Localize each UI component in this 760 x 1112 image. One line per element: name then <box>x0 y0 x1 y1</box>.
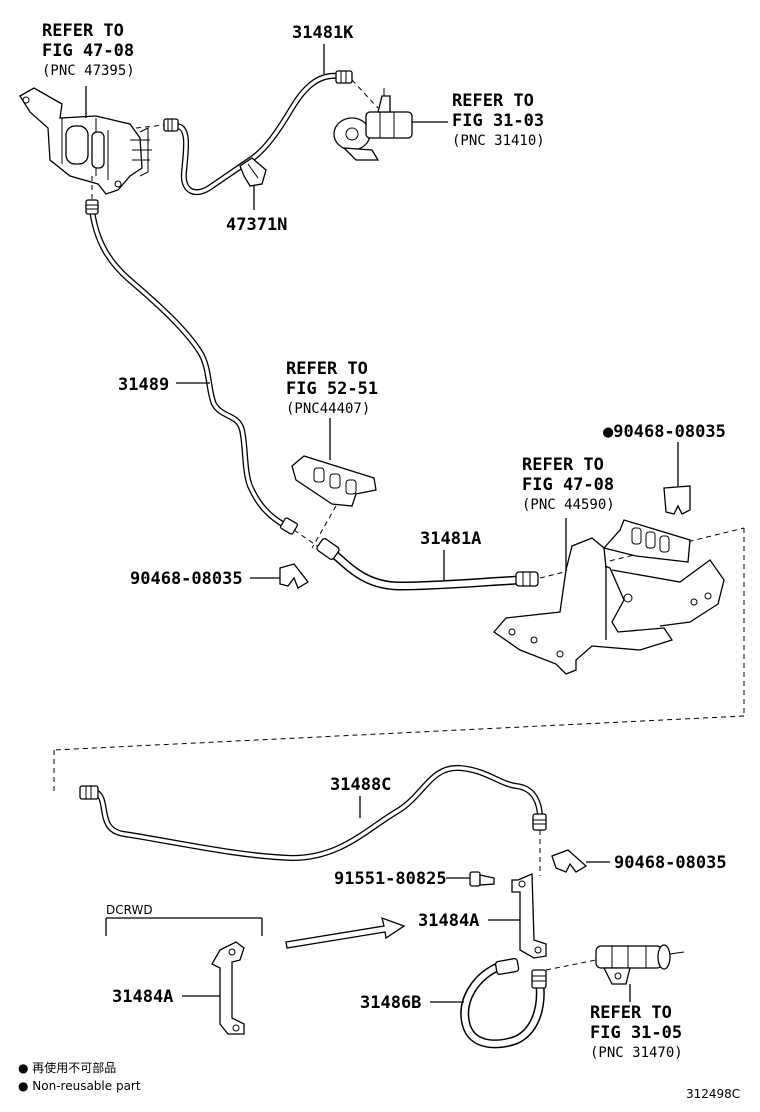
label-47371N: 47371N <box>226 215 287 235</box>
clutch-master-cylinder <box>333 88 413 161</box>
flare-nut-31488C-right <box>532 813 547 831</box>
pedal-bracket <box>493 519 725 675</box>
bracket-31484A-right <box>511 873 547 959</box>
label-31481K: 31481K <box>292 23 354 43</box>
pipe-31489 <box>89 207 289 529</box>
clamp-47371N <box>239 157 267 187</box>
label-90468-topright: ●90468-08035 <box>603 422 726 442</box>
bolt-91551 <box>469 871 495 887</box>
ref-47-08-mid-line3: (PNC 44590) <box>522 497 615 513</box>
dash-hose-to-release-cyl <box>545 959 597 971</box>
ref-47-08-top-line2: FIG 47-08 <box>42 41 134 61</box>
ref-31-03-line1: REFER TO <box>452 91 534 111</box>
replacement-arrow <box>285 916 406 949</box>
label-91551: 91551-80825 <box>334 869 447 889</box>
label-90468-lowright: 90468-08035 <box>614 853 727 873</box>
ref-52-51-line3: (PNC44407) <box>286 401 370 417</box>
legend-line-2: ● Non-reusable part <box>18 1079 141 1093</box>
flare-nut-31488C-left <box>79 785 99 800</box>
ref-47-08-mid-line1: REFER TO <box>522 455 604 475</box>
flare-nut-31489-top <box>85 199 99 215</box>
ref-52-51-line2: FIG 52-51 <box>286 379 378 399</box>
label-31489: 31489 <box>118 375 169 395</box>
ref-31-03-line3: (PNC 31410) <box>452 133 545 149</box>
dash-nut-to-hose <box>293 529 321 549</box>
ref-31-05-line2: FIG 31-05 <box>590 1023 682 1043</box>
label-31488C: 31488C <box>330 775 391 795</box>
label-31486B: 31486B <box>360 993 421 1013</box>
ref-31-03-line2: FIG 31-03 <box>452 111 544 131</box>
flare-nut-31489-bottom <box>280 517 298 535</box>
hose-31486B <box>460 958 547 1049</box>
diagram-id: 312498C <box>686 1087 740 1101</box>
label-31484A-left: 31484A <box>112 987 173 1007</box>
label-90468-left: 90468-08035 <box>130 569 243 589</box>
dash-hose-to-pedal-bracket <box>539 527 745 579</box>
label-dcrwd: DCRWD <box>106 903 153 917</box>
bracket-52-51 <box>291 455 377 507</box>
dash-nut-to-master-cyl <box>351 79 379 109</box>
clip-90468-topright <box>663 485 691 515</box>
clutch-release-cylinder <box>595 944 685 985</box>
hose-31481A <box>316 538 539 591</box>
ref-47-08-mid-line2: FIG 47-08 <box>522 475 614 495</box>
ref-47-08-top-line1: REFER TO <box>42 21 124 41</box>
ref-47-08-top-line3: (PNC 47395) <box>42 63 135 79</box>
bracket-31484A-left <box>211 941 245 1035</box>
flare-nut-31481K-left <box>163 118 179 132</box>
ref-31-05-line1: REFER TO <box>590 1003 672 1023</box>
legend-line-1: ● 再使用不可部品 <box>18 1060 116 1075</box>
dash-bracket-to-hose <box>311 505 337 549</box>
ref-52-51-line1: REFER TO <box>286 359 368 379</box>
label-90468-topright-number: 90468-08035 <box>613 422 726 442</box>
dash-cross <box>53 715 745 751</box>
dash-nut-to-bracket <box>135 124 165 129</box>
label-31484A-right: 31484A <box>418 911 479 931</box>
ref-31-05-line3: (PNC 31470) <box>590 1045 683 1061</box>
label-31481A: 31481A <box>420 529 481 549</box>
top-bracket-assembly <box>19 87 152 195</box>
flare-nut-31481K-right <box>335 70 353 84</box>
clip-90468-lowright <box>551 849 588 873</box>
clip-90468-left <box>279 563 309 589</box>
pipe-31488C <box>93 764 543 861</box>
